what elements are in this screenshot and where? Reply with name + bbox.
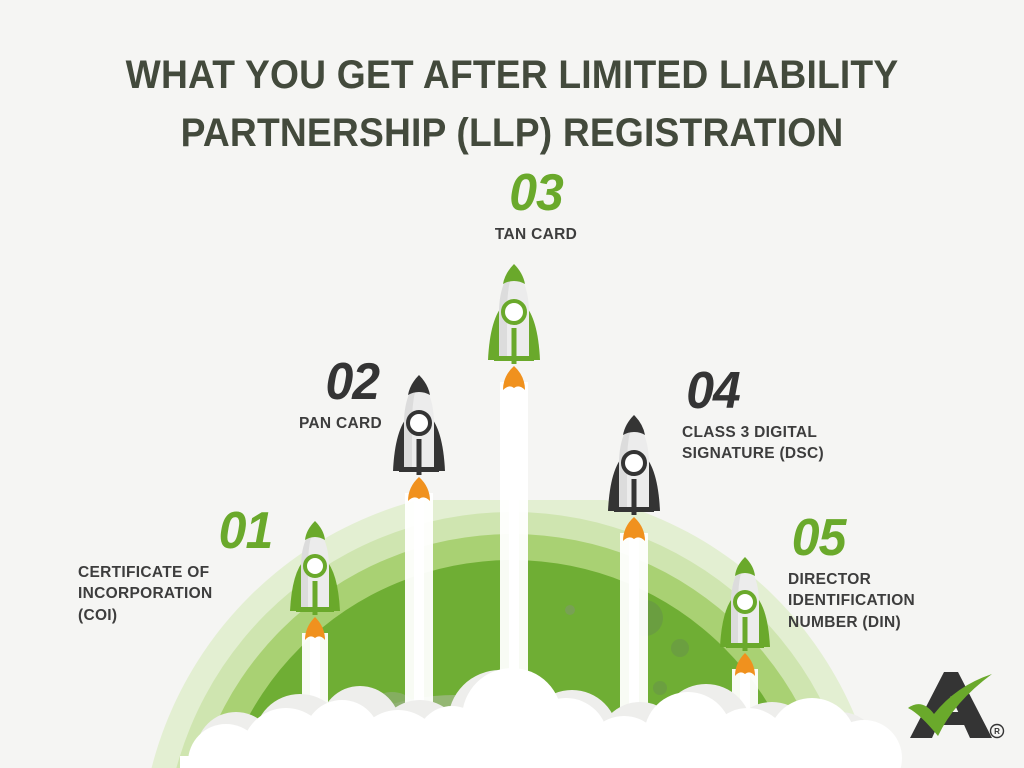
page-title: WHAT YOU GET AFTER LIMITED LIABILITY PAR… (36, 46, 988, 162)
logo-registered-mark: R (994, 727, 1000, 736)
planet-crater (679, 689, 701, 711)
rocket-05 (711, 555, 779, 768)
rocket-nose-cone (503, 264, 525, 284)
label-number-03: 03 (509, 164, 564, 222)
rocket-flame (305, 617, 325, 640)
label-text-01-line-2: INCORPORATION (78, 585, 213, 603)
rocket-porthole (303, 554, 327, 578)
rocket-stripe (416, 439, 422, 475)
label-text-05-line-1: DIRECTOR (788, 570, 872, 588)
rocket-stripe (312, 581, 318, 615)
brand-logo-a-check-icon: R (908, 672, 1005, 739)
logo-checkmark (908, 674, 992, 736)
label-text-02-line-1: PAN CARD (298, 414, 382, 432)
logo-registered-circle (989, 723, 1005, 739)
label-text-05-line-3: NUMBER (DIN) (788, 613, 901, 631)
label-number-04: 04 (686, 362, 741, 420)
page-title-line-1: WHAT YOU GET AFTER LIMITED LIABILITY (125, 53, 899, 97)
label-text-02: PAN CARD (236, 413, 382, 434)
label-text-01-line-3: (COI) (78, 606, 118, 624)
label-text-05-line-2: IDENTIFICATION (788, 592, 916, 610)
label-number-01: 01 (218, 502, 274, 560)
label-text-04-line-1: CLASS 3 DIGITAL (682, 423, 818, 441)
rocket-porthole (621, 450, 647, 476)
rocket-trail-core (310, 633, 320, 768)
rocket-trail-core (629, 533, 639, 768)
planet-crater (565, 605, 575, 615)
rocket-stripe (511, 328, 517, 364)
label-item-05: 05 DIRECTOR IDENTIFICATION NUMBER (DIN) (788, 509, 978, 633)
page-title-line-2: PARTNERSHIP (LLP) REGISTRATION (180, 111, 844, 155)
rocket-stripe (742, 617, 748, 651)
rocket-flame (735, 653, 755, 676)
rocket-nose-cone (305, 521, 325, 540)
planet-crater (562, 726, 590, 754)
rocket-05-svg (720, 557, 770, 768)
rocket-base-bar (296, 607, 334, 612)
label-item-01: 01 CERTIFICATE OF INCORPORATION (COI) (78, 502, 288, 626)
rocket-porthole (501, 299, 527, 325)
rocket-04 (598, 413, 670, 768)
label-text-03: TAN CARD (432, 224, 640, 245)
rocket-trail-core (740, 669, 750, 768)
label-text-01: CERTIFICATE OF INCORPORATION (COI) (78, 562, 288, 626)
rocket-03-svg (488, 264, 540, 768)
rocket-trail-core (509, 382, 519, 768)
rocket-porthole (406, 410, 432, 436)
rocket-base-bar (614, 507, 654, 512)
rocket-base-bar (399, 467, 439, 472)
rocket-02 (383, 373, 455, 768)
label-text-03-line-1: TAN CARD (494, 225, 578, 243)
rocket-base-bar (494, 356, 534, 361)
rocket-flame (503, 366, 525, 390)
rocket-nose-cone (735, 557, 755, 576)
rocket-01-svg (290, 521, 340, 768)
rocket-03 (478, 262, 550, 768)
label-text-05: DIRECTOR IDENTIFICATION NUMBER (DIN) (788, 569, 978, 633)
rocket-trail-core (414, 493, 424, 768)
label-text-04: CLASS 3 DIGITAL SIGNATURE (DSC) (682, 422, 892, 465)
rocket-porthole (733, 590, 757, 614)
brand-logo[interactable]: R (896, 668, 1006, 746)
label-number-02: 02 (325, 353, 380, 411)
label-text-01-line-1: CERTIFICATE OF (78, 563, 210, 581)
rocket-01 (281, 519, 349, 768)
rocket-02-svg (393, 375, 445, 768)
rocket-04-svg (608, 415, 660, 768)
label-item-04: 04 CLASS 3 DIGITAL SIGNATURE (DSC) (682, 362, 892, 465)
rocket-flame (623, 517, 645, 541)
planet-crater (671, 639, 689, 657)
rocket-nose-cone (623, 415, 645, 435)
rocket-base-bar (726, 643, 764, 648)
rocket-nose-cone (408, 375, 430, 395)
label-item-02: 02 PAN CARD (236, 353, 382, 434)
label-item-03: 03 TAN CARD (432, 164, 640, 245)
label-number-05: 05 (791, 509, 847, 567)
rocket-stripe (631, 479, 637, 515)
rocket-flame (408, 477, 430, 501)
label-text-04-line-2: SIGNATURE (DSC) (682, 445, 824, 463)
